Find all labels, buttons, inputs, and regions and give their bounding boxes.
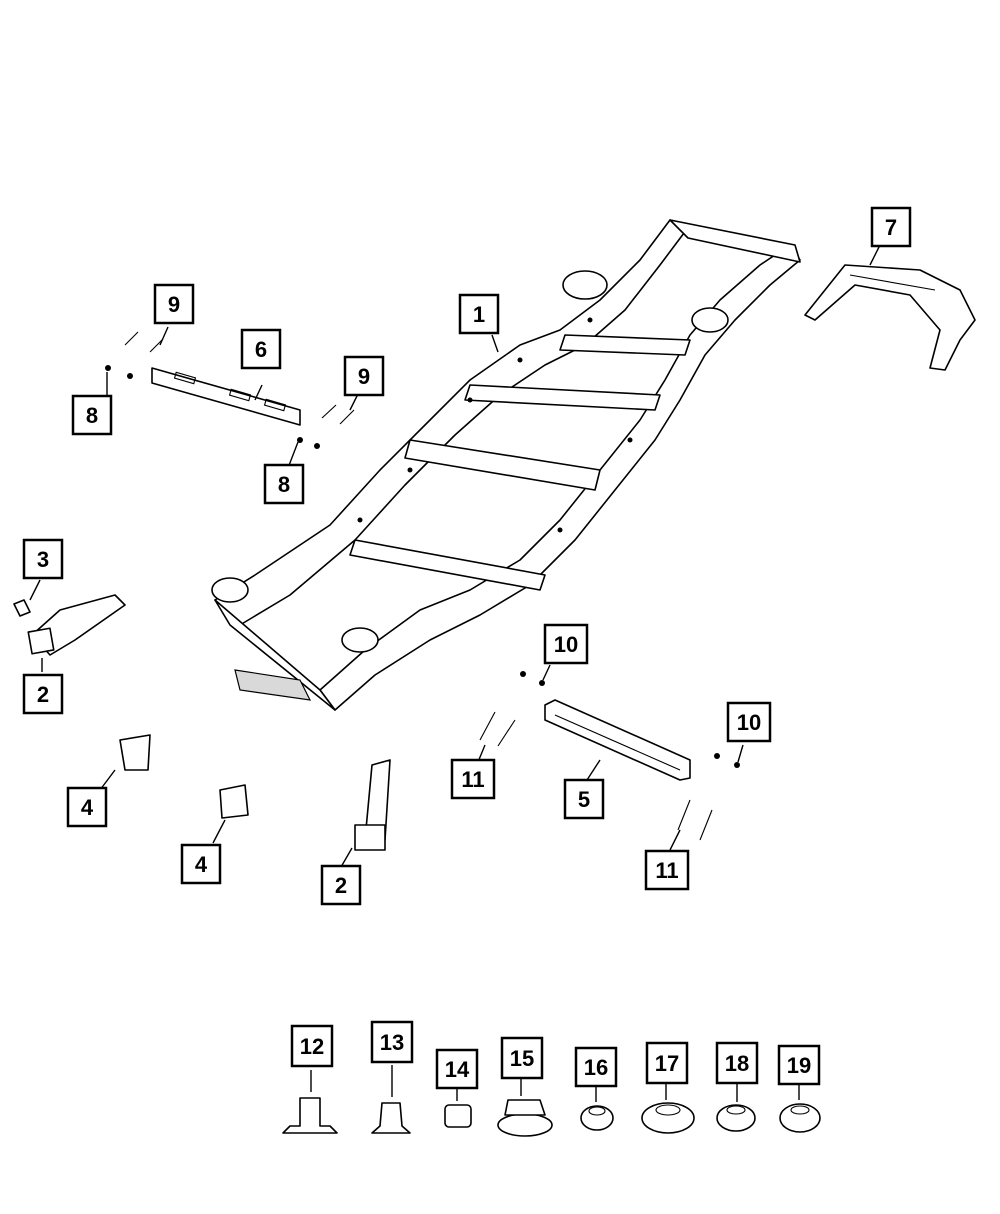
fastener-14 xyxy=(444,1104,472,1128)
bolt-group-upper xyxy=(105,331,355,449)
frame-extension-right xyxy=(354,759,391,851)
callout-11: 11 xyxy=(450,758,496,800)
bolt-group-lower xyxy=(479,671,740,841)
callout-label: 7 xyxy=(885,215,897,240)
callout-label: 3 xyxy=(37,547,49,572)
callout-1: 1 xyxy=(458,293,500,335)
callout-5: 5 xyxy=(563,778,605,820)
callout-label: 2 xyxy=(335,873,347,898)
frame-extension-left xyxy=(27,594,126,656)
callout-9: 9 xyxy=(153,283,195,325)
callout-10: 10 xyxy=(726,701,772,743)
frame-assembly xyxy=(211,219,801,711)
callout-19: 19 xyxy=(777,1044,821,1086)
callout-15: 15 xyxy=(500,1036,544,1080)
callout-7: 7 xyxy=(870,206,912,248)
callout-label: 14 xyxy=(445,1057,470,1082)
callout-17: 17 xyxy=(645,1041,689,1085)
fastener-15 xyxy=(497,1099,553,1137)
callout-label: 15 xyxy=(510,1046,534,1071)
callout-label: 4 xyxy=(195,852,208,877)
callout-label: 16 xyxy=(584,1055,608,1080)
callout-label: 9 xyxy=(358,364,370,389)
callout-13: 13 xyxy=(370,1020,414,1064)
callout-10: 10 xyxy=(543,623,589,665)
callout-6: 6 xyxy=(240,328,282,370)
callout-2: 2 xyxy=(22,673,64,715)
callout-label: 8 xyxy=(278,472,290,497)
callout-2: 2 xyxy=(320,864,362,906)
fastener-17 xyxy=(641,1102,695,1134)
callout-label: 4 xyxy=(81,795,94,820)
callout-18: 18 xyxy=(715,1041,759,1085)
bracket-right xyxy=(219,784,249,819)
skid-plate-part xyxy=(151,367,301,426)
fastener-12 xyxy=(282,1097,338,1134)
callout-label: 11 xyxy=(655,858,678,883)
fastener-16 xyxy=(580,1105,614,1131)
callout-16: 16 xyxy=(574,1046,618,1088)
clip-part xyxy=(13,599,31,617)
callout-9: 9 xyxy=(343,355,385,397)
callout-label: 10 xyxy=(737,710,761,735)
callout-label: 19 xyxy=(787,1053,811,1078)
callout-14: 14 xyxy=(435,1048,479,1090)
callout-label: 8 xyxy=(86,403,98,428)
transmission-crossmember xyxy=(544,699,691,781)
fastener-19 xyxy=(779,1103,821,1133)
callout-11: 11 xyxy=(644,849,690,891)
callout-label: 12 xyxy=(300,1034,324,1059)
callout-label: 18 xyxy=(725,1051,749,1076)
callout-label: 17 xyxy=(655,1051,679,1076)
fastener-13 xyxy=(371,1102,411,1134)
callout-label: 2 xyxy=(37,682,49,707)
callout-3: 3 xyxy=(22,538,64,580)
callout-label: 9 xyxy=(168,292,180,317)
fastener-18 xyxy=(716,1104,756,1132)
callout-4: 4 xyxy=(66,786,108,828)
callout-label: 5 xyxy=(578,787,590,812)
callout-label: 10 xyxy=(554,632,578,657)
callout-label: 1 xyxy=(473,302,485,327)
callout-label: 13 xyxy=(380,1030,404,1055)
callout-label: 6 xyxy=(255,337,267,362)
callout-8: 8 xyxy=(263,463,305,505)
callout-12: 12 xyxy=(290,1024,334,1068)
callout-label: 11 xyxy=(461,767,484,792)
bracket-left xyxy=(119,734,151,771)
callout-8: 8 xyxy=(71,394,113,436)
callout-4: 4 xyxy=(180,843,222,885)
front-crossmember-part xyxy=(804,264,976,371)
